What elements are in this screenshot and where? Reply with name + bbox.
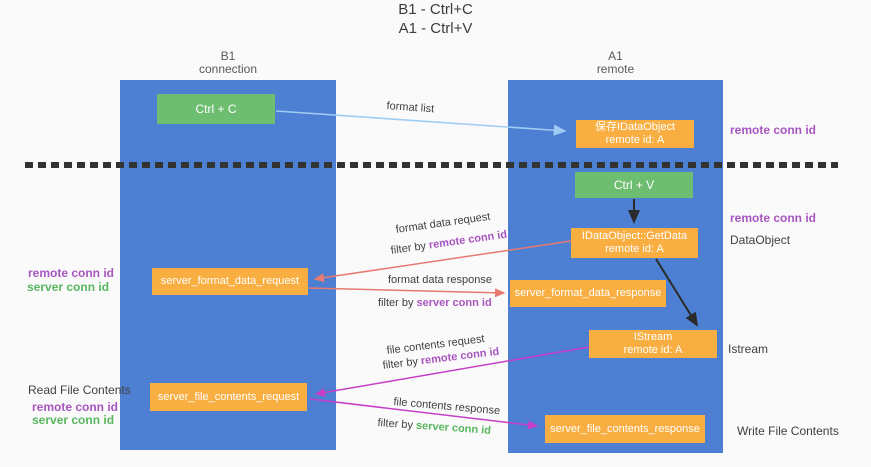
server-conn-id-text: server conn id bbox=[415, 419, 492, 437]
remote-conn-id-annotation-left: remote conn id bbox=[28, 266, 115, 280]
server-conn-id-text: server conn id bbox=[416, 297, 492, 309]
title-line-1: B1 - Ctrl+C bbox=[398, 1, 473, 18]
server-format-data-request-box: server_format_data_request bbox=[152, 268, 308, 295]
getdata-line2: remote id: A bbox=[605, 243, 664, 255]
diagram-title: B1 - Ctrl+C A1 - Ctrl+V bbox=[0, 0, 871, 38]
istream-box: IStream remote id: A bbox=[589, 330, 717, 358]
save-idataobject-line2: remote id: A bbox=[605, 134, 665, 146]
filter-by-text: filter by bbox=[378, 297, 414, 309]
save-idataobject-box: 保存IDataObject remote id: A bbox=[576, 120, 694, 148]
server-file-contents-request-label: server_file_contents_request bbox=[157, 390, 300, 403]
title-line-2: A1 - Ctrl+V bbox=[398, 20, 473, 37]
istream-line2: remote id: A bbox=[623, 344, 683, 356]
lane-header-a1: A1 remote bbox=[508, 50, 723, 76]
lane-a1-subtitle: remote bbox=[596, 62, 635, 76]
server-file-contents-response-label: server_file_contents_response bbox=[550, 422, 700, 435]
filter-by-text: filter by bbox=[382, 355, 419, 372]
server-format-data-request-label: server_format_data_request bbox=[160, 275, 300, 287]
format-data-response-arrow bbox=[308, 287, 506, 298]
ctrl-c-label: Ctrl + C bbox=[195, 102, 237, 116]
server-format-data-response-label: server_format_data_response bbox=[514, 287, 662, 299]
format-list-label: format list bbox=[386, 100, 435, 116]
istream-line1: IStream bbox=[633, 331, 673, 343]
format-data-response-label: format data response bbox=[388, 274, 492, 286]
server-file-contents-request-box: server_file_contents_request bbox=[150, 383, 307, 411]
server-conn-id-annotation-bottom-left: server conn id bbox=[32, 413, 115, 427]
file-contents-response-label: file contents response bbox=[392, 396, 501, 418]
server-format-data-response-box: server_format_data_response bbox=[510, 280, 666, 307]
getdata-line1: IDataObject::GetData bbox=[581, 230, 688, 242]
remote-conn-id-text: remote conn id bbox=[428, 228, 508, 252]
server-file-contents-response-box: server_file_contents_response bbox=[545, 415, 705, 443]
lane-a1-title: A1 bbox=[608, 49, 623, 63]
save-idataobject-line1: 保存IDataObject bbox=[594, 121, 676, 133]
idataobject-getdata-box: IDataObject::GetData remote id: A bbox=[571, 228, 698, 258]
lane-b1-subtitle: connection bbox=[198, 62, 258, 76]
lane-b1-title: B1 bbox=[220, 49, 236, 63]
read-file-contents-annotation: Read File Contents bbox=[28, 383, 131, 397]
remote-conn-id-annotation-mid: remote conn id bbox=[730, 211, 817, 225]
filter-by-text: filter by bbox=[377, 417, 414, 432]
remote-conn-id-annotation-bottom-left: remote conn id bbox=[32, 400, 119, 414]
filter-by-text: filter by bbox=[390, 240, 427, 257]
dataobject-annotation: DataObject bbox=[730, 233, 791, 247]
istream-annotation: Istream bbox=[728, 342, 769, 356]
lane-header-b1: B1 connection bbox=[120, 50, 336, 76]
ctrl-v-box: Ctrl + V bbox=[575, 172, 693, 198]
server-conn-id-annotation-left: server conn id bbox=[27, 280, 110, 294]
ctrl-c-box: Ctrl + C bbox=[157, 94, 275, 124]
remote-conn-id-annotation-top: remote conn id bbox=[730, 123, 817, 137]
ctrl-v-label: Ctrl + V bbox=[613, 178, 655, 192]
write-file-contents-annotation: Write File Contents bbox=[737, 424, 839, 438]
